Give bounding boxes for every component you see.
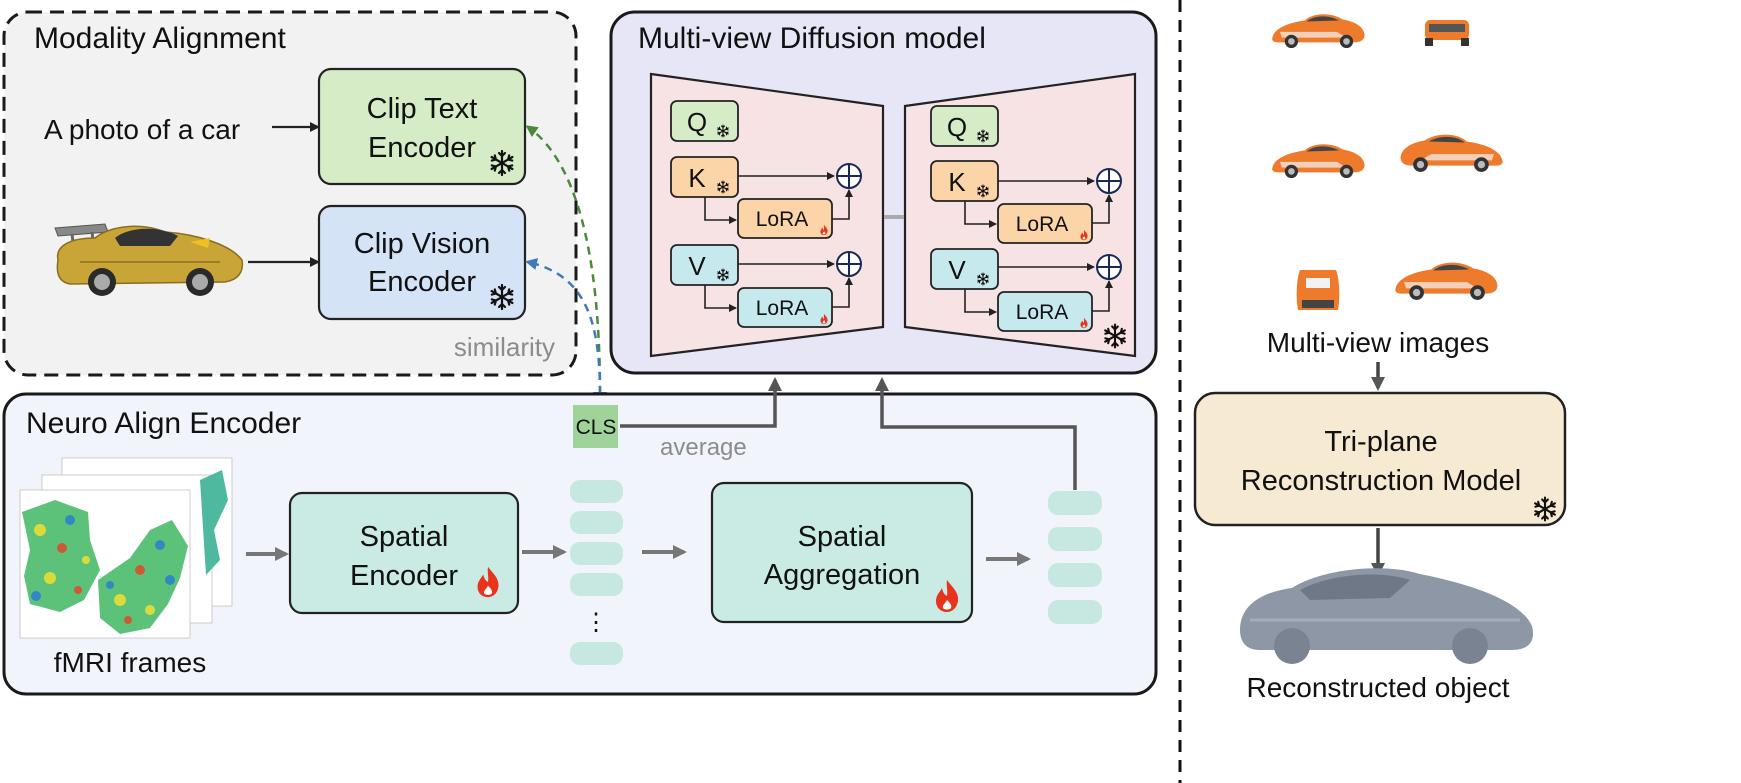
lora-to-plus-arrow-left <box>832 189 853 220</box>
multiview-images <box>1272 14 1503 310</box>
token-ellipsis: ⋮ <box>584 609 608 636</box>
k-to-lora-arrow-right <box>964 201 997 228</box>
diffusion-title: Multi-view Diffusion model <box>638 22 986 55</box>
fmri-image <box>19 457 233 639</box>
lora-to-plus-arrow-v-left <box>832 277 853 308</box>
v-to-lora-arrow-left <box>704 285 737 312</box>
average-arrow <box>620 377 782 428</box>
lora-label-v-right: LoRA <box>1016 301 1069 324</box>
car-image <box>54 223 244 296</box>
plus-circle-icon <box>1096 254 1122 280</box>
clip-vision-encoder-label-2: Encoder <box>368 266 476 298</box>
clip-text-encoder-label-2: Encoder <box>368 132 476 164</box>
multiview-label: Multi-view images <box>1267 327 1490 358</box>
output-token <box>1048 491 1102 515</box>
lora-label-v-left: LoRA <box>756 297 809 320</box>
token <box>570 511 623 534</box>
lora-to-plus-arrow-right <box>1092 194 1113 224</box>
lora-to-plus-arrow-v-right <box>1092 280 1113 312</box>
token <box>570 642 623 665</box>
text-input-label: A photo of a car <box>44 114 240 145</box>
clip-vision-encoder <box>317 204 527 321</box>
clip-text-encoder-label-1: Clip Text <box>367 93 478 125</box>
reconstructed-label: Reconstructed object <box>1246 672 1509 703</box>
modality-title: Modality Alignment <box>34 22 286 55</box>
k-label-right: K <box>948 167 966 197</box>
v-label-right: V <box>948 255 966 285</box>
plus-circle-icon <box>836 163 862 189</box>
similarity-label: similarity <box>454 332 555 362</box>
lora-label-k-right: LoRA <box>1016 213 1069 236</box>
spatial-aggregation <box>710 481 974 624</box>
plus-circle-icon <box>1096 168 1122 194</box>
average-label: average <box>660 434 747 461</box>
lora-label-k-left: LoRA <box>756 208 809 231</box>
output-token <box>1048 600 1102 624</box>
spatial-aggregation-label-1: Spatial <box>798 521 887 553</box>
plus-circle-icon <box>836 251 862 277</box>
spatial-encoder-label-2: Encoder <box>350 560 458 592</box>
trm-label-2: Reconstruction Model <box>1241 465 1521 497</box>
token <box>570 480 623 503</box>
q-box-left <box>670 100 739 142</box>
cls-to-vision-encoder-arrow <box>525 258 602 395</box>
k-to-lora-arrow-left <box>704 197 737 224</box>
spatial-encoder-label-1: Spatial <box>360 521 449 553</box>
cls-label: CLS <box>576 416 617 439</box>
v-label-left: V <box>688 251 706 281</box>
fmri-label: fMRI frames <box>54 647 206 678</box>
neuro-title: Neuro Align Encoder <box>26 407 301 440</box>
output-token <box>1048 527 1102 551</box>
q-box-right <box>930 105 999 147</box>
token <box>570 573 623 596</box>
output-token <box>1048 563 1102 587</box>
modality-panel <box>2 10 578 377</box>
clip-text-encoder <box>317 67 527 186</box>
aggregation-output-arrow <box>875 377 1077 490</box>
k-label-left: K <box>688 163 706 193</box>
tri-plane-reconstruction-model <box>1193 391 1567 527</box>
clip-vision-encoder-label-1: Clip Vision <box>354 228 490 260</box>
q-label-left: Q <box>687 107 707 137</box>
cls-token <box>573 405 618 448</box>
v-to-lora-arrow-right <box>964 289 997 316</box>
spatial-encoder <box>288 491 520 615</box>
token <box>570 542 623 565</box>
q-label-right: Q <box>947 112 967 142</box>
trm-label-1: Tri-plane <box>1324 426 1437 458</box>
reconstructed-object-image <box>1240 568 1534 664</box>
spatial-aggregation-label-2: Aggregation <box>764 559 920 591</box>
